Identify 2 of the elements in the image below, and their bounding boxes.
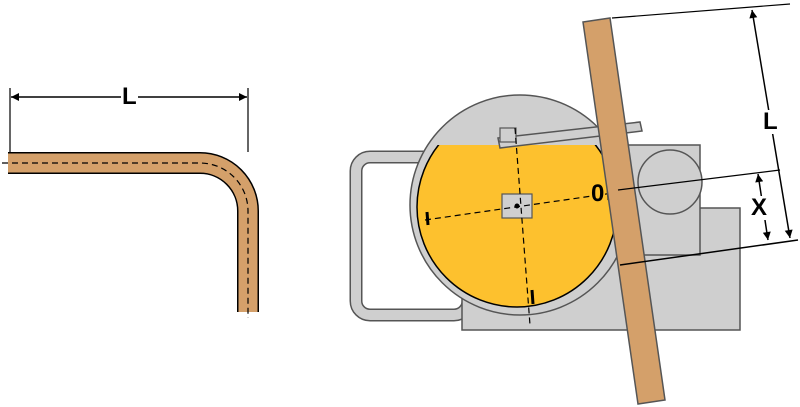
dimension-label: L [762, 110, 779, 134]
dimension-label: X [750, 196, 768, 220]
